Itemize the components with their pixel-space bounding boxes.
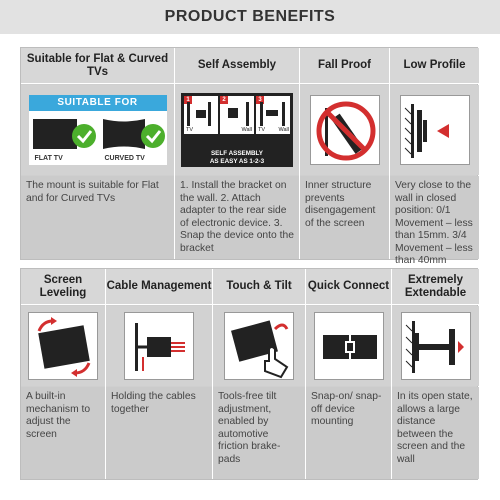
benefit-description: In its open state, allows a large distan… (392, 387, 479, 479)
benefit-screen-leveling: Screen Leveling A built-in mechanism to … (21, 269, 105, 479)
benefit-description: Inner structure prevents disengagement o… (300, 176, 389, 259)
assembly-caption-line: SELF ASSEMBLY (210, 150, 264, 157)
benefit-self-assembly: Self Assembly 1 TV 2 (174, 48, 299, 259)
benefit-low-profile: Low Profile Very close to the wall in cl… (389, 48, 479, 266)
title-banner: PRODUCT BENEFITS (0, 0, 500, 34)
benefit-description: A built-in mechanism to adjust the scree… (21, 387, 105, 479)
benefits-panel-bottom: Screen Leveling A built-in mechanism to … (20, 268, 479, 480)
benefit-description: Tools-free tilt adjustment, enabled by a… (213, 387, 305, 479)
tv-check-graphic (32, 119, 165, 149)
curved-tv-caption: CURVED TV (104, 155, 145, 162)
benefit-header: Low Profile (390, 48, 479, 84)
assembly-steps-icon: 1 TV 2 Wall 3 (175, 85, 299, 175)
benefit-header: Quick Connect (306, 269, 391, 305)
flat-tv-caption: FLAT TV (34, 155, 63, 162)
step-number: 1 (184, 96, 192, 104)
page-title: PRODUCT BENEFITS (164, 8, 336, 25)
benefit-fall-proof: Fall Proof Inner structure prevents dise… (299, 48, 389, 259)
benefit-cable-management: Cable Management Holding the cables toge… (105, 269, 212, 479)
benefit-description: Holding the cables together (106, 387, 212, 479)
benefit-header: Suitable for Flat & Curved TVs (21, 48, 174, 84)
benefit-description: The mount is suitable for Flat and for C… (21, 176, 174, 259)
screen-leveling-icon (21, 306, 105, 386)
benefit-extendable: Extremely Extendable In its open state, … (391, 269, 479, 479)
benefit-header: Screen Leveling (21, 269, 105, 305)
benefit-description: Very close to the wall in closed positio… (390, 176, 479, 266)
benefit-header: Touch & Tilt (213, 269, 305, 305)
step-number: 3 (256, 96, 264, 104)
no-fall-icon (300, 85, 389, 175)
step-label: Wall (278, 127, 290, 133)
benefit-header: Self Assembly (175, 48, 299, 84)
touch-tilt-icon (213, 306, 305, 386)
benefit-description: Snap-on/ snap-off device mounting (306, 387, 391, 479)
benefit-header: Cable Management (106, 269, 212, 305)
benefit-description: 1. Install the bracket on the wall. 2. A… (175, 176, 299, 259)
step-number: 2 (220, 96, 228, 104)
benefit-touch-tilt: Touch & Tilt Tools-free tilt adjustment,… (212, 269, 305, 479)
step-label: TV (258, 127, 266, 133)
suitable-for-label: SUITABLE FOR (28, 95, 167, 111)
assembly-caption-line: AS EASY AS 1-2-3 (209, 157, 265, 165)
quick-connect-icon (306, 306, 391, 386)
benefit-flat-curved: Suitable for Flat & Curved TVs SUITABLE … (21, 48, 174, 259)
step-label: TV (186, 127, 194, 133)
step-label: Wall (241, 127, 253, 133)
extendable-arm-icon (392, 306, 479, 386)
benefit-quick-connect: Quick Connect Snap-on/ snap-off device m… (305, 269, 391, 479)
low-profile-icon (390, 85, 479, 175)
assembly-caption: SELF ASSEMBLY AS EASY AS 1-2-3 (181, 150, 293, 165)
benefit-header: Fall Proof (300, 48, 389, 84)
flat-curved-tv-icon: SUITABLE FOR FLAT TV CURVED TV (21, 85, 174, 175)
benefit-header: Extremely Extendable (392, 269, 479, 305)
cable-management-icon (106, 306, 212, 386)
benefits-panel-top: Suitable for Flat & Curved TVs SUITABLE … (20, 47, 479, 266)
